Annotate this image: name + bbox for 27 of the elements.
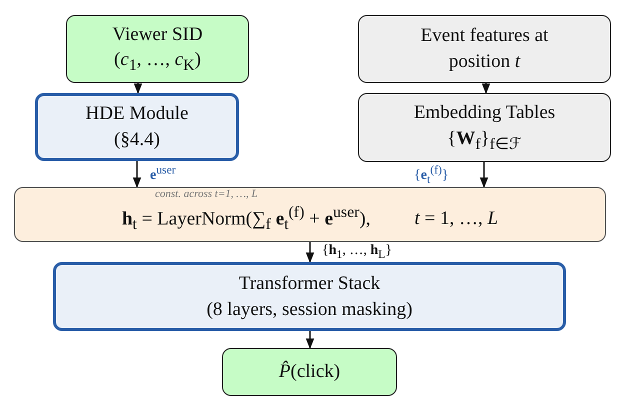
node-text: (§4.4) — [114, 129, 160, 150]
arrow — [132, 161, 142, 188]
node-text: HDE Module — [86, 103, 188, 124]
process-box — [66, 15, 249, 83]
node-text: (8 layers, session masking) — [206, 298, 412, 320]
formula-box — [14, 187, 606, 242]
arrow — [306, 331, 314, 350]
edge-label: {e$_{t}$$^{(f)}$} — [414, 164, 449, 186]
node-text: Viewer SID — [112, 24, 203, 45]
node-text: P̂(click) — [278, 361, 340, 382]
node-text: (c$_{1}$, …, c$_{K}$) — [114, 49, 201, 70]
node-text: {W$_{f}$}$_{f∈ℱ}$ — [447, 128, 522, 149]
arrow — [482, 83, 490, 94]
process-box — [222, 348, 397, 396]
formula-text: t = 1, …, L — [414, 206, 498, 231]
formula-text: h$_{t}$ = LayerNorm(∑$_{f}$ e$_{t}$$^{(f)}$ + e$^{user}$), — [122, 202, 370, 235]
note-text: const. across t=1, …, L — [155, 189, 258, 200]
node-text: Transformer Stack — [238, 272, 380, 294]
arrow — [134, 83, 142, 94]
arrow — [480, 162, 488, 188]
node-text: Event features at position t — [420, 25, 548, 72]
node-text: Embedding Tables — [414, 102, 556, 124]
arrow — [306, 242, 314, 264]
module-box — [35, 93, 239, 161]
process-box — [358, 15, 611, 83]
process-box — [358, 93, 611, 162]
module-box — [53, 262, 566, 331]
